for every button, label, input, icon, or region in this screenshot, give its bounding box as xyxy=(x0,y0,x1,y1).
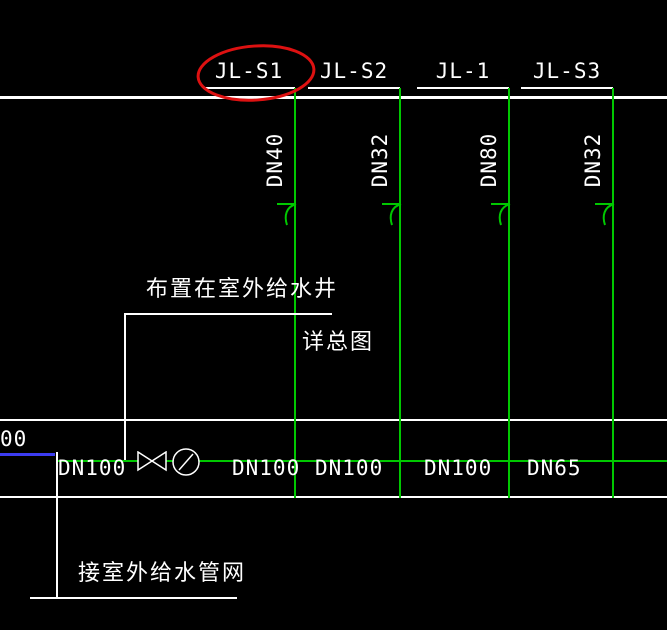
riser-branch-line xyxy=(203,87,295,89)
water-meter-icon xyxy=(172,448,200,476)
riser-dn-label: DN32 xyxy=(581,132,605,188)
gate-valve-icon xyxy=(137,451,167,472)
pipe-dn-label: DN65 xyxy=(527,456,582,480)
riser-branch-line xyxy=(521,87,613,89)
riser-dn-label: DN32 xyxy=(368,132,392,188)
riser-label-jl-s2: JL-S2 xyxy=(319,59,389,83)
riser-dn-label: DN40 xyxy=(263,132,287,188)
riser-pipe-line xyxy=(612,88,614,498)
leader-line-vertical xyxy=(124,313,126,461)
detail-note-text: 详总图 xyxy=(302,330,375,355)
riser-pipe-line xyxy=(294,88,296,498)
top-slab-line xyxy=(0,96,667,99)
highlight-ellipse-icon xyxy=(196,44,316,102)
well-note-text: 布置在室外给水井 xyxy=(146,277,339,302)
pipe-break-icon xyxy=(382,203,402,226)
pipe-dn-label: DN100 xyxy=(58,456,127,480)
connect-note-underline xyxy=(30,597,237,599)
riser-label-jl-s1: JL-S1 xyxy=(214,59,284,83)
pipe-break-icon xyxy=(491,203,511,226)
service-entry-line xyxy=(56,452,58,599)
riser-pipe-line xyxy=(508,88,510,498)
pipe-break-icon xyxy=(595,203,615,226)
riser-branch-line xyxy=(417,87,509,89)
riser-label-jl-s3: JL-S3 xyxy=(532,59,602,83)
pipe-dn-label: DN100 xyxy=(424,456,493,480)
riser-branch-line xyxy=(308,87,400,89)
pipe-dn-label: DN100 xyxy=(232,456,301,480)
leader-line-horizontal xyxy=(124,313,332,315)
pipe-break-icon xyxy=(277,203,297,226)
riser-pipe-line xyxy=(399,88,401,498)
main-pipe-line xyxy=(56,460,667,462)
connect-note-text: 接室外给水管网 xyxy=(78,561,247,586)
riser-label-jl-1: JL-1 xyxy=(435,59,491,83)
pipe-dn-label: DN100 xyxy=(315,456,384,480)
elevation-label: 00 xyxy=(0,427,28,451)
ground-line xyxy=(0,419,667,421)
riser-dn-label: DN80 xyxy=(477,132,501,188)
elevation-tick-line xyxy=(0,453,55,456)
floor-line xyxy=(0,496,667,498)
